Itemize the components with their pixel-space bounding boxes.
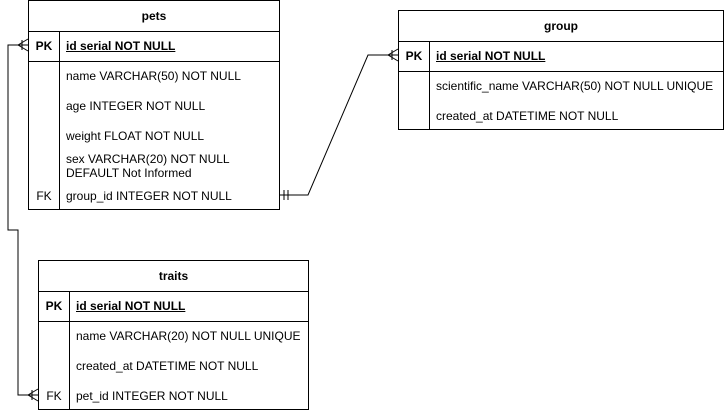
field-name[interactable]: name VARCHAR(50) NOT NULL (66, 69, 241, 83)
fk-label: FK (46, 389, 62, 403)
many-crowfoot-marker (27, 388, 39, 402)
one-mandatory-marker (283, 190, 289, 200)
pk-divider (39, 321, 308, 322)
field-group-id[interactable]: group_id INTEGER NOT NULL (66, 189, 232, 203)
traits-pets-relationship-line[interactable] (7, 44, 38, 396)
pets-group-relationship-line[interactable] (280, 54, 398, 196)
pk-label: PK (405, 49, 423, 63)
field-created-at[interactable]: created_at DATETIME NOT NULL (436, 109, 619, 123)
field-sex[interactable]: sex VARCHAR(20) NOT NULL (66, 152, 230, 166)
field-sex-default: DEFAULT Not Informed (66, 166, 192, 180)
entity-title: traits (39, 261, 308, 292)
field-pet-id[interactable]: pet_id INTEGER NOT NULL (76, 389, 228, 403)
entity-traits[interactable]: traits PK id serial NOT NULL name VARCHA… (38, 260, 309, 410)
key-column-divider (59, 31, 60, 209)
entity-pets[interactable]: pets PK id serial NOT NULL name VARCHAR(… (28, 0, 280, 210)
pk-divider (399, 71, 723, 72)
entity-group[interactable]: group PK id serial NOT NULL scientific_n… (398, 10, 724, 130)
key-column-divider (69, 291, 70, 409)
fk-label: FK (36, 189, 52, 203)
pk-divider (29, 61, 279, 62)
field-scientific-name[interactable]: scientific_name VARCHAR(50) NOT NULL UNI… (436, 79, 714, 93)
many-crowfoot-marker (17, 38, 29, 52)
entity-title: pets (29, 1, 279, 32)
field-weight[interactable]: weight FLOAT NOT NULL (66, 129, 205, 143)
entity-title: group (399, 11, 723, 42)
field-id[interactable]: id serial NOT NULL (76, 299, 186, 313)
field-created-at[interactable]: created_at DATETIME NOT NULL (76, 359, 259, 373)
field-id[interactable]: id serial NOT NULL (66, 39, 176, 53)
field-age[interactable]: age INTEGER NOT NULL (66, 99, 206, 113)
key-column-divider (429, 41, 430, 129)
field-name[interactable]: name VARCHAR(20) NOT NULL UNIQUE (76, 329, 301, 343)
field-id[interactable]: id serial NOT NULL (436, 49, 546, 63)
many-crowfoot-marker (387, 48, 399, 62)
pk-label: PK (45, 299, 63, 313)
pk-label: PK (35, 39, 53, 53)
